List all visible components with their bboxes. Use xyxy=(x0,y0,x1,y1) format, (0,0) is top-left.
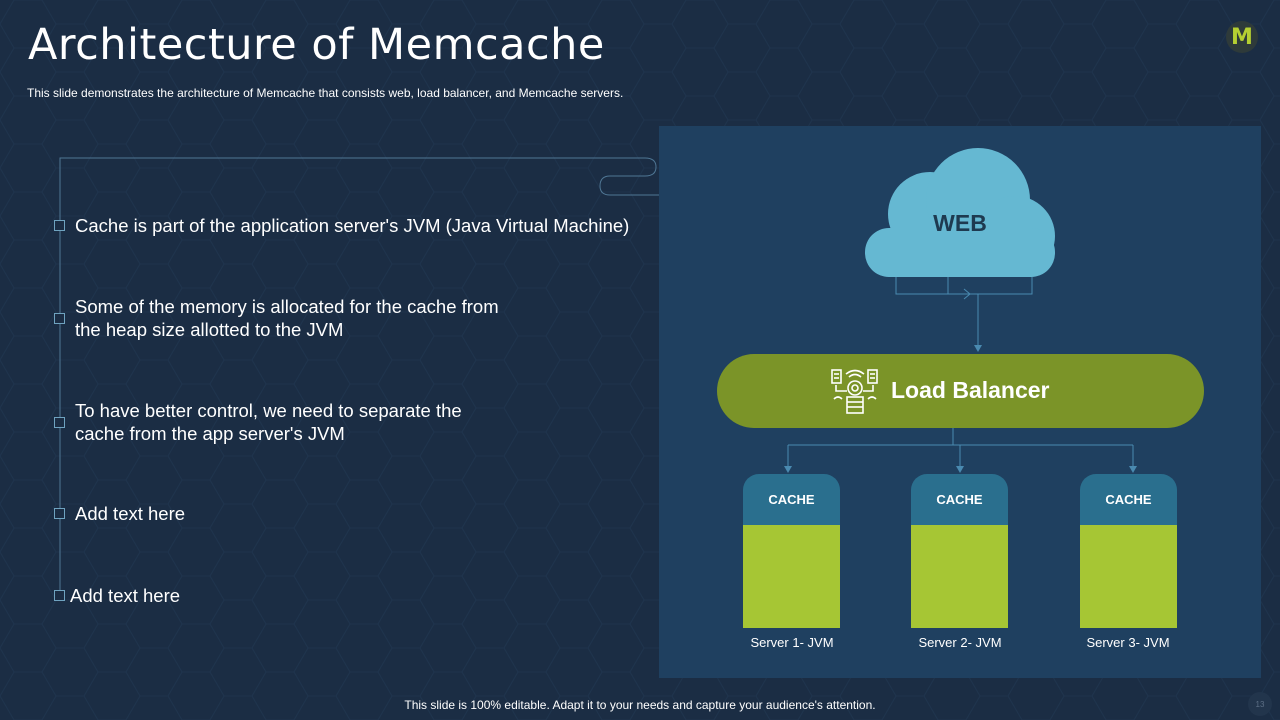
footer-note: This slide is 100% editable. Adapt it to… xyxy=(404,698,876,712)
bullet-item-5: Add text here xyxy=(54,584,180,607)
bullet-text: Cache is part of the application server'… xyxy=(75,214,629,237)
web-cloud-shape xyxy=(865,148,1055,277)
server-label-2: Server 2- JVM xyxy=(918,635,1002,650)
bullet-line: Add text here xyxy=(75,503,186,524)
cache-label: CACHE xyxy=(1080,474,1177,525)
bullet-square-icon xyxy=(54,416,65,428)
jvm-body xyxy=(743,525,840,628)
server-label-1: Server 1- JVM xyxy=(750,635,834,650)
lb-to-cache-connectors xyxy=(787,428,1134,468)
cache-server-1: CACHE xyxy=(743,474,840,628)
jvm-body xyxy=(911,525,1008,628)
cache-server-3: CACHE xyxy=(1080,474,1177,628)
bullet-text: To have better control, we need to separ… xyxy=(75,399,462,445)
page-number: 13 xyxy=(1248,692,1272,716)
bullet-item-1: Cache is part of the application server'… xyxy=(54,214,629,237)
bullet-text: Add text here xyxy=(70,584,180,607)
page-title: Architecture of Memcache xyxy=(28,20,605,70)
cache-label: CACHE xyxy=(911,474,1008,525)
server-label-3: Server 3- JVM xyxy=(1086,635,1170,650)
bullet-line: To have better control, we need to separ… xyxy=(75,400,462,421)
load-balancer-icon xyxy=(831,369,878,414)
bullet-square-icon xyxy=(54,220,65,231)
memcache-logo: M xyxy=(1226,21,1258,53)
bullet-text: Add text here xyxy=(75,502,185,525)
logo-letter: M xyxy=(1231,24,1253,50)
cache-label: CACHE xyxy=(743,474,840,525)
cache-server-2: CACHE xyxy=(911,474,1008,628)
bullet-line: Some of the memory is allocated for the … xyxy=(75,296,499,317)
bullet-line: the heap size allotted to the JVM xyxy=(75,319,344,340)
bullet-item-3: To have better control, we need to separ… xyxy=(54,399,462,445)
bullet-line: Cache is part of the application server'… xyxy=(75,215,630,236)
load-balancer-label: Load Balancer xyxy=(891,377,1050,403)
bullet-square-icon xyxy=(54,508,65,519)
bullet-square-icon xyxy=(54,590,65,601)
page-subtitle: This slide demonstrates the architecture… xyxy=(27,86,624,100)
bullet-square-icon xyxy=(54,312,65,324)
bullet-item-4: Add text here xyxy=(54,502,185,525)
load-balancer-pill xyxy=(717,354,1204,428)
bullet-text: Some of the memory is allocated for the … xyxy=(75,295,499,341)
bullet-line: cache from the app server's JVM xyxy=(75,423,345,444)
jvm-body xyxy=(1080,525,1177,628)
bullet-line: Add text here xyxy=(70,585,181,606)
web-connector-line xyxy=(895,277,1033,300)
web-label: WEB xyxy=(933,210,987,236)
bullet-item-2: Some of the memory is allocated for the … xyxy=(54,295,499,341)
